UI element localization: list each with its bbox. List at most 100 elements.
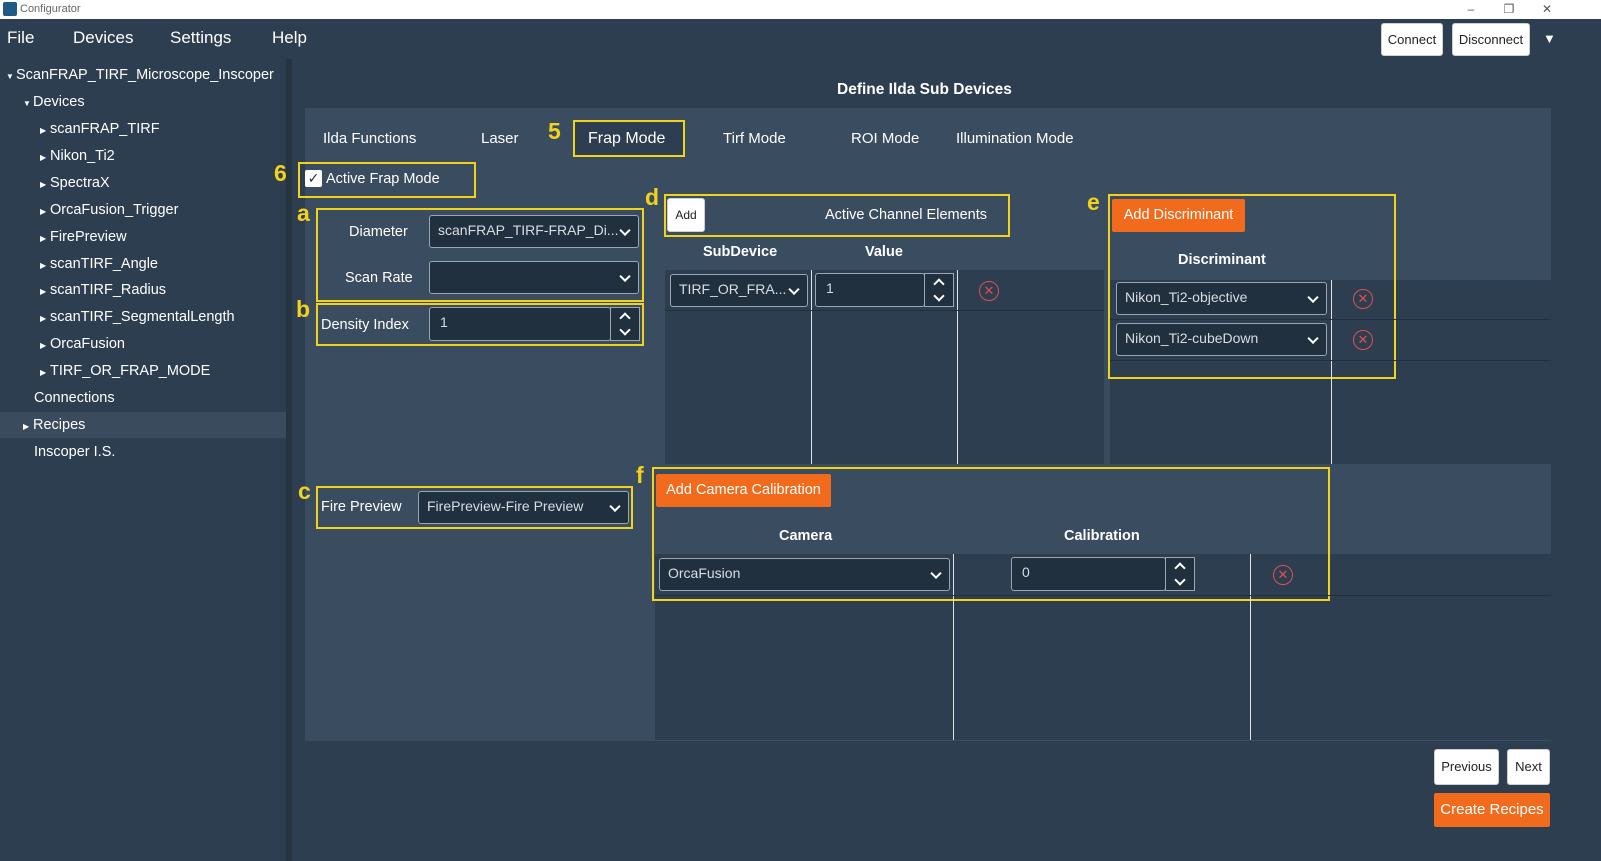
arrow-down-icon xyxy=(619,324,631,336)
tree-item[interactable]: ▶scanFRAP_TIRF xyxy=(40,121,160,137)
chevron-down-icon xyxy=(609,500,621,512)
column-divider xyxy=(953,554,954,740)
marker-f: f xyxy=(636,462,644,488)
row-divider xyxy=(665,310,1104,311)
chevron-down-icon xyxy=(619,270,631,282)
tree-item[interactable]: ▶SpectraX xyxy=(40,175,110,191)
caret-right-icon: ▶ xyxy=(40,153,47,162)
row-divider xyxy=(1110,360,1551,361)
menu-devices[interactable]: Devices xyxy=(73,28,134,47)
remove-channel-icon[interactable]: ✕ xyxy=(979,281,999,301)
add-discriminant-button[interactable]: Add Discriminant xyxy=(1112,199,1245,232)
tree-item[interactable]: ▶OrcaFusion_Trigger xyxy=(40,202,178,218)
calibration-highlight xyxy=(652,467,1330,601)
tree-devices[interactable]: ▼Devices xyxy=(23,94,85,110)
tab-tirf-mode[interactable]: Tirf Mode xyxy=(723,130,786,147)
scan-rate-select[interactable] xyxy=(429,261,639,294)
menu-help[interactable]: Help xyxy=(272,28,307,47)
tree-inscoper[interactable]: Inscoper I.S. xyxy=(34,444,116,460)
discriminant-value: Nikon_Ti2-objective xyxy=(1125,289,1248,305)
menu-settings[interactable]: Settings xyxy=(170,28,232,47)
tree-item-label: scanTIRF_Angle xyxy=(50,256,158,272)
tree-recipes-label: Recipes xyxy=(33,417,86,433)
active-frap-label: Active Frap Mode xyxy=(326,171,440,187)
chevron-down-icon xyxy=(1307,291,1319,303)
marker-e: e xyxy=(1087,189,1100,215)
row-divider xyxy=(1110,319,1551,320)
create-recipes-button[interactable]: Create Recipes xyxy=(1434,793,1550,827)
density-input[interactable]: 1 xyxy=(429,307,611,341)
next-button[interactable]: Next xyxy=(1507,749,1550,785)
tab-bar: Ilda Functions Laser Frap Mode Tirf Mode… xyxy=(305,108,1551,161)
discriminant-highlight xyxy=(1108,194,1396,379)
tab-laser[interactable]: Laser xyxy=(481,130,519,147)
tree-item-label: scanTIRF_SegmentalLength xyxy=(50,309,235,325)
tree-item[interactable]: ▶TIRF_OR_FRAP_MODE xyxy=(40,363,210,379)
remove-discriminant-icon[interactable]: ✕ xyxy=(1353,289,1373,309)
column-divider xyxy=(1250,554,1251,740)
scan-rate-label: Scan Rate xyxy=(345,270,413,286)
caret-right-icon: ▶ xyxy=(40,180,47,189)
column-divider xyxy=(957,270,958,464)
diameter-select[interactable]: scanFRAP_TIRF-FRAP_Di... xyxy=(429,215,639,248)
minimize-icon[interactable]: – xyxy=(1467,2,1475,16)
page-title: Define Ilda Sub Devices xyxy=(837,81,1012,98)
marker-6: 6 xyxy=(274,160,287,186)
device-tree: ▼ScanFRAP_TIRF_Microscope_Inscoper ▼Devi… xyxy=(0,59,297,861)
discriminant-select-2[interactable]: Nikon_Ti2-cubeDown xyxy=(1116,323,1327,356)
previous-button[interactable]: Previous xyxy=(1434,749,1499,785)
camera-select[interactable]: OrcaFusion xyxy=(659,558,950,591)
chevron-down-icon xyxy=(1307,332,1319,344)
channel-value-stepper[interactable] xyxy=(924,273,954,307)
tree-root[interactable]: ▼ScanFRAP_TIRF_Microscope_Inscoper xyxy=(6,67,274,83)
window-title: Configurator xyxy=(20,3,81,15)
maximize-icon[interactable]: ❐ xyxy=(1503,2,1515,16)
tab-frap-mode[interactable]: Frap Mode xyxy=(573,120,685,157)
caret-right-icon: ▶ xyxy=(40,207,47,216)
density-stepper[interactable] xyxy=(610,307,640,341)
tab-ilda-functions[interactable]: Ilda Functions xyxy=(323,130,417,147)
active-frap-checkbox[interactable]: ✓ xyxy=(305,170,322,187)
sidebar-splitter[interactable] xyxy=(286,59,292,861)
tree-item[interactable]: ▶Nikon_Ti2 xyxy=(40,148,115,164)
discriminant-select-1[interactable]: Nikon_Ti2-objective xyxy=(1116,282,1327,315)
menu-file[interactable]: File xyxy=(7,28,35,47)
caret-right-icon: ▶ xyxy=(40,368,47,377)
close-icon[interactable]: ✕ xyxy=(1541,2,1553,16)
overflow-menu-icon[interactable]: ▼ xyxy=(1543,31,1556,46)
tree-item[interactable]: ▶FirePreview xyxy=(40,229,127,245)
tab-roi-mode[interactable]: ROI Mode xyxy=(851,130,920,147)
tree-item[interactable]: ▶OrcaFusion xyxy=(40,336,125,352)
disconnect-button[interactable]: Disconnect xyxy=(1452,23,1530,56)
add-channel-button[interactable]: Add xyxy=(667,198,705,232)
tree-item[interactable]: ▶scanTIRF_SegmentalLength xyxy=(40,309,235,325)
caret-right-icon: ▶ xyxy=(40,126,47,135)
marker-5: 5 xyxy=(548,118,561,144)
app-icon xyxy=(3,2,17,16)
tree-item[interactable]: ▶scanTIRF_Angle xyxy=(40,256,158,272)
add-camera-calibration-button[interactable]: Add Camera Calibration xyxy=(656,474,831,507)
remove-discriminant-icon[interactable]: ✕ xyxy=(1353,330,1373,350)
channel-value-input[interactable]: 1 xyxy=(815,273,925,307)
marker-a: a xyxy=(297,200,310,226)
channel-subdevice-select[interactable]: TIRF_OR_FRA... xyxy=(670,274,808,307)
connect-button[interactable]: Connect xyxy=(1381,23,1443,56)
tree-selection-highlight xyxy=(0,412,291,438)
tree-item[interactable]: ▶scanTIRF_Radius xyxy=(40,282,166,298)
remove-calibration-icon[interactable]: ✕ xyxy=(1273,565,1293,585)
tree-connections[interactable]: Connections xyxy=(34,390,115,406)
tab-illumination-mode[interactable]: Illumination Mode xyxy=(956,130,1074,147)
col-calibration: Calibration xyxy=(1064,528,1140,544)
marker-b: b xyxy=(296,296,311,322)
marker-d: d xyxy=(645,184,660,210)
arrow-up-icon xyxy=(933,278,945,290)
calibration-stepper[interactable] xyxy=(1165,557,1195,591)
caret-right-icon: ▶ xyxy=(40,234,47,243)
tree-recipes[interactable]: ▶Recipes xyxy=(23,417,85,433)
caret-right-icon: ▶ xyxy=(40,261,47,270)
fire-preview-select[interactable]: FirePreview-Fire Preview xyxy=(418,491,629,524)
calibration-input[interactable]: 0 xyxy=(1011,557,1166,591)
arrow-up-icon xyxy=(1174,562,1186,574)
tree-item-label: TIRF_OR_FRAP_MODE xyxy=(50,363,211,379)
col-camera: Camera xyxy=(779,528,833,544)
